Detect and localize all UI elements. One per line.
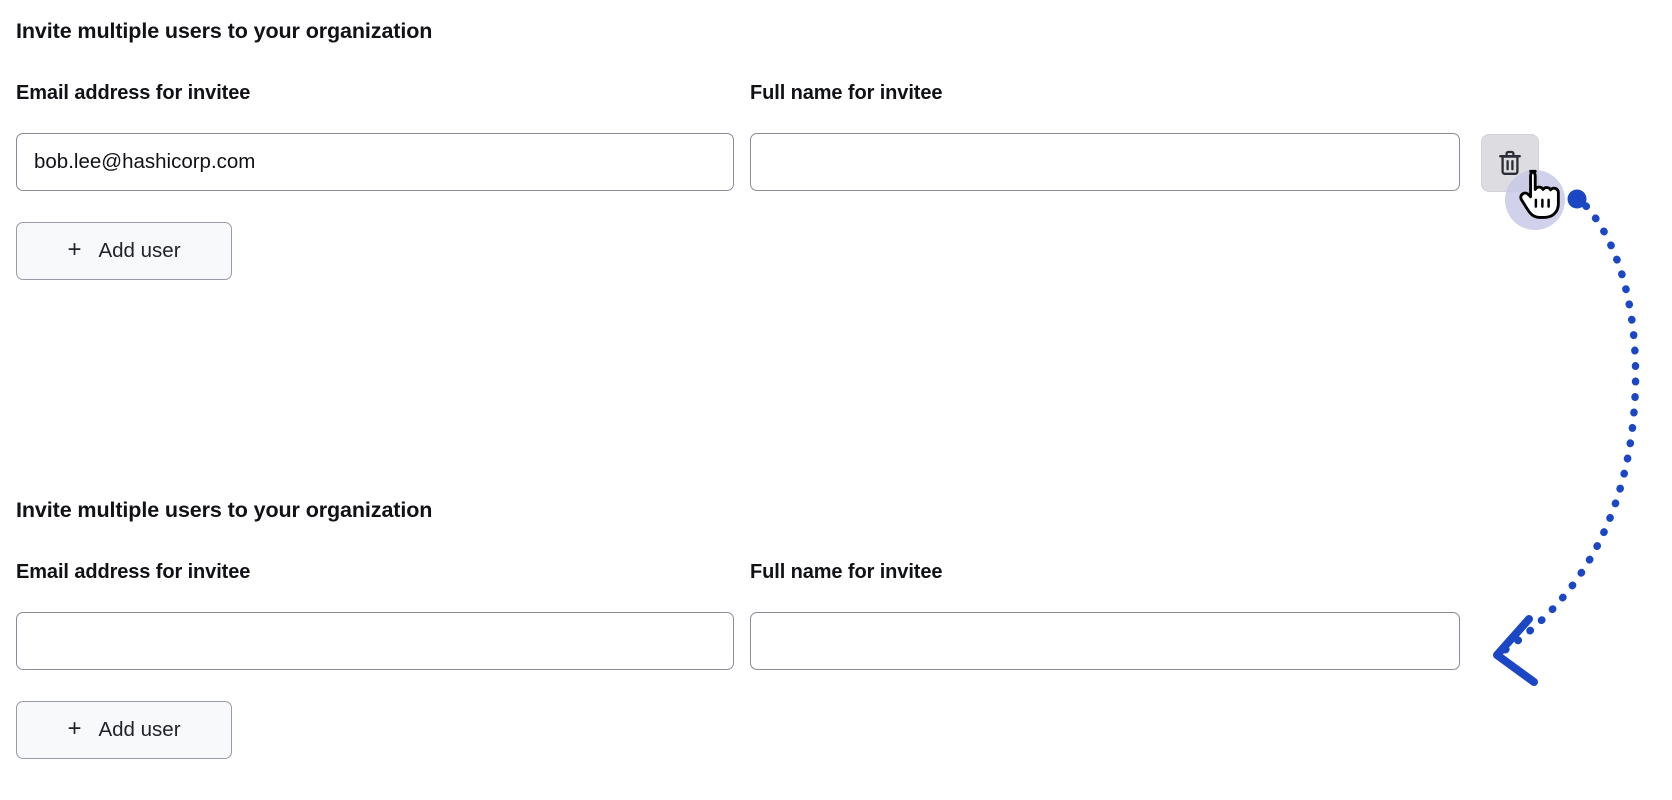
delete-user-row-button[interactable] — [1481, 134, 1539, 192]
email-field-label: Email address for invitee — [16, 82, 251, 104]
annotation-dotted-path — [1501, 202, 1640, 654]
add-user-button[interactable]: + Add user — [16, 222, 232, 280]
plus-icon: + — [67, 715, 82, 742]
email-input[interactable] — [16, 133, 734, 191]
annotation-start-dot — [1567, 189, 1587, 209]
add-user-button-label: Add user — [98, 718, 181, 741]
email-field-label: Email address for invitee — [16, 561, 251, 583]
annotation-arrow-head — [1493, 615, 1538, 686]
plus-icon: + — [67, 236, 82, 263]
email-input[interactable] — [16, 612, 734, 670]
full-name-input[interactable] — [750, 133, 1460, 191]
full-name-field-label: Full name for invitee — [750, 561, 943, 583]
section-heading: Invite multiple users to your organizati… — [16, 19, 433, 43]
section-heading: Invite multiple users to your organizati… — [16, 498, 433, 522]
trash-icon — [1497, 149, 1523, 177]
add-user-button-label: Add user — [98, 239, 181, 262]
full-name-input[interactable] — [750, 612, 1460, 670]
add-user-button[interactable]: + Add user — [16, 701, 232, 759]
full-name-field-label: Full name for invitee — [750, 82, 943, 104]
